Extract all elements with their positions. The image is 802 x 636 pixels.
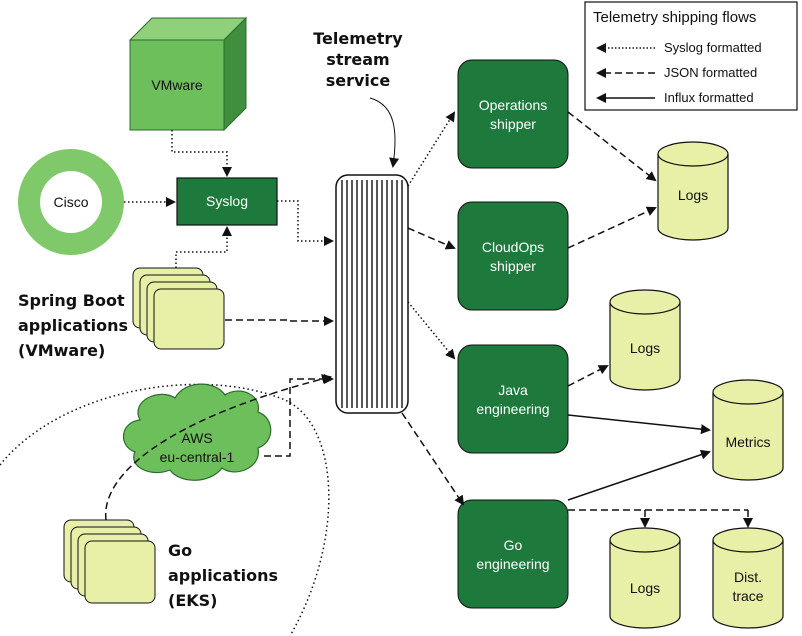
operations-shipper: Operations shipper — [457, 59, 569, 169]
flow-springboot-json-to-stream — [225, 316, 334, 326]
stream-label-line1: Telemetry — [313, 29, 403, 48]
flow-vmware-to-syslog — [171, 130, 232, 177]
flow-java-to-metrics — [567, 414, 711, 435]
flow-goapps-to-stream — [105, 374, 332, 521]
java-engineering-line1: Java — [498, 382, 528, 398]
flow-stream-to-go — [401, 412, 465, 506]
cloudops-shipper: CloudOps shipper — [457, 201, 569, 311]
eks-boundary — [0, 383, 330, 636]
logs-mid-label: Logs — [630, 340, 660, 356]
logs-store-top: Logs — [657, 141, 729, 241]
dist-trace-label-line2: trace — [732, 588, 763, 604]
legend-title: Telemetry shipping flows — [593, 9, 756, 26]
spring-boot-label-line3: (VMware) — [18, 341, 105, 360]
dist-trace-store: Dist. trace — [712, 527, 784, 629]
flow-stream-to-cloudops — [407, 227, 456, 250]
go-engineering-line1: Go — [504, 537, 523, 553]
flow-springboot-to-syslog — [175, 226, 232, 268]
logs-top-label: Logs — [678, 187, 708, 203]
legend-item-json: JSON formatted — [664, 65, 757, 80]
logs-store-mid: Logs — [609, 289, 681, 391]
spring-boot-label-line2: applications — [18, 316, 128, 335]
aws-label-line2: eu-central-1 — [160, 449, 235, 465]
stream-label-line2: stream — [326, 50, 389, 69]
spring-boot-app-stack — [132, 267, 225, 350]
logs-bottom-label: Logs — [630, 580, 660, 596]
spring-boot-label-line1: Spring Boot — [18, 291, 125, 310]
java-engineering-line2: engineering — [476, 401, 549, 417]
stream-label-pointer — [369, 97, 400, 168]
flow-operations-to-logs — [567, 111, 657, 182]
flow-aws-to-stream — [264, 374, 334, 457]
cloudops-shipper-line1: CloudOps — [482, 239, 544, 255]
go-app-stack — [63, 519, 156, 604]
operations-shipper-line1: Operations — [479, 97, 547, 113]
flow-cloudops-to-logs — [567, 206, 657, 249]
metrics-label: Metrics — [725, 434, 770, 450]
flow-go-to-metrics — [567, 449, 711, 501]
dist-trace-label-line1: Dist. — [734, 569, 762, 585]
vmware-label: VMware — [151, 77, 203, 93]
go-apps-label-line3: (EKS) — [168, 591, 217, 610]
go-apps-label-line2: applications — [168, 566, 278, 585]
legend-item-syslog: Syslog formatted — [664, 40, 762, 55]
cisco-label: Cisco — [53, 194, 88, 210]
metrics-store: Metrics — [712, 379, 784, 481]
aws-cloud: AWS eu-central-1 — [123, 383, 272, 481]
flow-syslog-to-stream — [277, 200, 334, 246]
flow-stream-to-operations — [407, 111, 456, 187]
legend-item-influx: Influx formatted — [664, 90, 754, 105]
syslog-label: Syslog — [206, 193, 248, 209]
vmware-cube: VMware — [128, 16, 248, 132]
flow-java-to-logs — [567, 365, 609, 387]
go-apps-label-line1: Go — [168, 541, 192, 560]
syslog-box: Syslog — [176, 177, 278, 226]
cloudops-shipper-line2: shipper — [490, 258, 536, 274]
go-engineering-line2: engineering — [476, 556, 549, 572]
legend: Telemetry shipping flows Syslog formatte… — [584, 1, 798, 111]
logs-store-bottom: Logs — [609, 527, 681, 629]
aws-label-line1: AWS — [181, 430, 212, 446]
java-engineering: Java engineering — [457, 344, 569, 454]
telemetry-stream-service — [335, 174, 409, 414]
go-engineering: Go engineering — [457, 499, 569, 609]
stream-label-line3: service — [326, 71, 391, 90]
operations-shipper-line2: shipper — [490, 116, 536, 132]
flow-stream-to-java — [407, 301, 456, 360]
cisco-ring: Cisco — [18, 149, 124, 255]
